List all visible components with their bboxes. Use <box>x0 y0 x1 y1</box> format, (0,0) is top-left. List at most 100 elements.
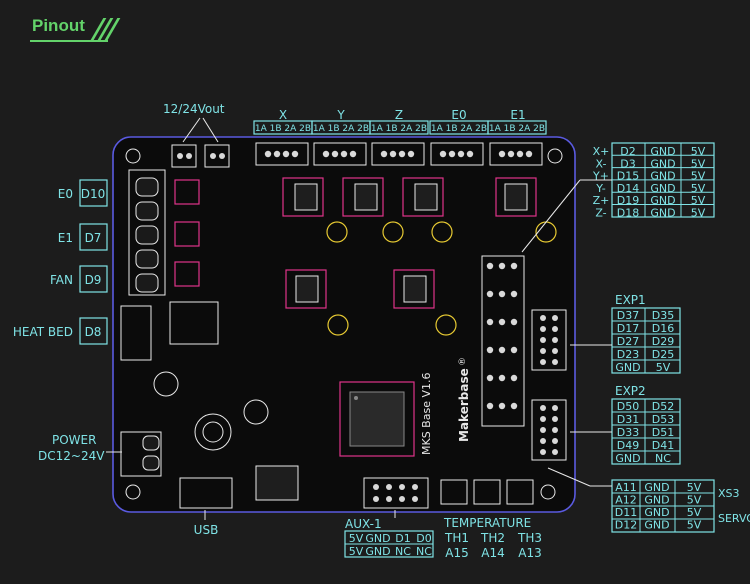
xs3-5v: 5V <box>687 494 702 507</box>
driver-e0-socket <box>495 177 537 217</box>
exp-pad <box>552 438 558 444</box>
endstop-pin: D18 <box>617 207 639 220</box>
exp2-pin-right: NC <box>655 452 671 465</box>
board-brand-mark: ® <box>458 357 468 366</box>
exp1-label: EXP1 <box>615 293 646 307</box>
exp-pad <box>552 348 558 354</box>
motor-pad <box>466 150 474 158</box>
pot-z <box>431 221 453 243</box>
e1-output-pin: D7 <box>85 231 102 245</box>
exp-pad <box>540 416 546 422</box>
th3-name: TH3 <box>517 531 542 545</box>
endstop-pad <box>498 318 506 326</box>
exp1-pin-right: D29 <box>652 335 674 348</box>
temperature-table: TEMPERATURE TH1 TH2 TH3 A15 A14 A13 <box>443 516 542 560</box>
endstop-gnd: GND <box>650 194 675 207</box>
motor-pad <box>340 150 348 158</box>
exp-pad <box>552 416 558 422</box>
aux1-connector <box>363 477 429 509</box>
motor-pad <box>264 150 272 158</box>
endstop-name: Y- <box>595 182 605 195</box>
servo-5v: 5V <box>687 519 702 532</box>
aux1-pad <box>386 496 392 502</box>
endstop-pad <box>510 402 518 410</box>
driver-e1b-socket <box>393 269 435 309</box>
bed-output-pin: D8 <box>85 325 102 339</box>
endstop-pin: D14 <box>617 182 639 195</box>
exp1-pin-right: 5V <box>656 361 671 374</box>
th1-pin: A15 <box>445 546 468 560</box>
pot-x <box>326 221 348 243</box>
exp1-pin-right: D16 <box>652 322 674 335</box>
exp-pad <box>540 427 546 433</box>
power-voltage: DC12~24V <box>38 449 105 463</box>
motor-e1-connector <box>489 142 543 166</box>
driver-e1a-socket <box>285 269 327 309</box>
driver-x-chip <box>294 183 318 211</box>
endstop-leader-2 <box>521 179 581 253</box>
exp2-pin-left: D50 <box>617 400 639 413</box>
motor-y-connector <box>313 142 367 166</box>
pw2-pin-b <box>219 153 225 159</box>
exp-pad <box>552 315 558 321</box>
motor-x-connector <box>255 142 309 166</box>
endstop-pad <box>498 402 506 410</box>
motor-z-pins: 1A 1B 2A 2B <box>371 124 427 134</box>
bed-pin-box <box>79 317 108 345</box>
motor-z-connector <box>371 142 425 166</box>
endstop-pad <box>510 374 518 382</box>
driver-y-chip <box>354 183 378 211</box>
endstop-pad <box>498 290 506 298</box>
exp1-pin-left: D37 <box>617 309 639 322</box>
servo-label: SERVO <box>718 512 750 525</box>
aux1-pad <box>412 484 418 490</box>
xs3-pin: A12 <box>615 494 637 507</box>
vout-leader-2 <box>202 117 219 143</box>
exp2-pin-left: D33 <box>617 426 639 439</box>
motor-x-pins: 1A 1B 2A 2B <box>255 124 311 134</box>
exp-pad <box>552 427 558 433</box>
pw1-connector <box>171 144 197 168</box>
endstop-gnd: GND <box>650 170 675 183</box>
xs3-gnd: GND <box>644 481 669 494</box>
endstop-pad <box>498 262 506 270</box>
left-power-section <box>120 169 219 361</box>
mount-hole-bl <box>125 484 141 500</box>
endstop-5v: 5V <box>691 207 706 220</box>
exp2-pin-right: D53 <box>652 413 674 426</box>
usb-label: USB <box>194 523 219 537</box>
bed-output-label: HEAT BED <box>13 325 73 339</box>
exp-pad <box>540 438 546 444</box>
motor-pad <box>398 150 406 158</box>
mosfet-fan <box>174 261 200 287</box>
motor-pad <box>273 150 281 158</box>
aux1-pin: 5V <box>349 532 364 545</box>
aux1-pin: 5V <box>349 545 364 558</box>
aux1-pad <box>412 496 418 502</box>
endstop-name: Y+ <box>592 170 609 183</box>
endstop-pin: D3 <box>620 157 635 170</box>
exp1-table-frame <box>611 307 681 374</box>
th2-connector <box>473 479 501 505</box>
driver-e1b-chip <box>403 275 427 303</box>
aux1-label: AUX-1 <box>345 517 382 531</box>
mosfet-e1 <box>174 221 200 247</box>
stepper-driver-sockets <box>282 177 557 336</box>
endstop-pad <box>498 346 506 354</box>
endstop-headers <box>481 255 525 427</box>
aux1-pin: GND <box>365 532 390 545</box>
aux1-pad <box>373 496 379 502</box>
e0-output-pin: D10 <box>81 187 106 201</box>
board-name: MKS Base V1.6 <box>420 373 433 455</box>
vout-label: 12/24Vout <box>163 102 225 116</box>
aux1-pin: D0 <box>416 532 431 545</box>
driver-e0-chip <box>504 183 528 211</box>
endstop-5v: 5V <box>691 157 706 170</box>
motor-connector-pads <box>264 150 533 158</box>
endstop-pad <box>486 318 494 326</box>
exp-pad <box>540 405 546 411</box>
mount-hole-tr <box>547 148 563 164</box>
